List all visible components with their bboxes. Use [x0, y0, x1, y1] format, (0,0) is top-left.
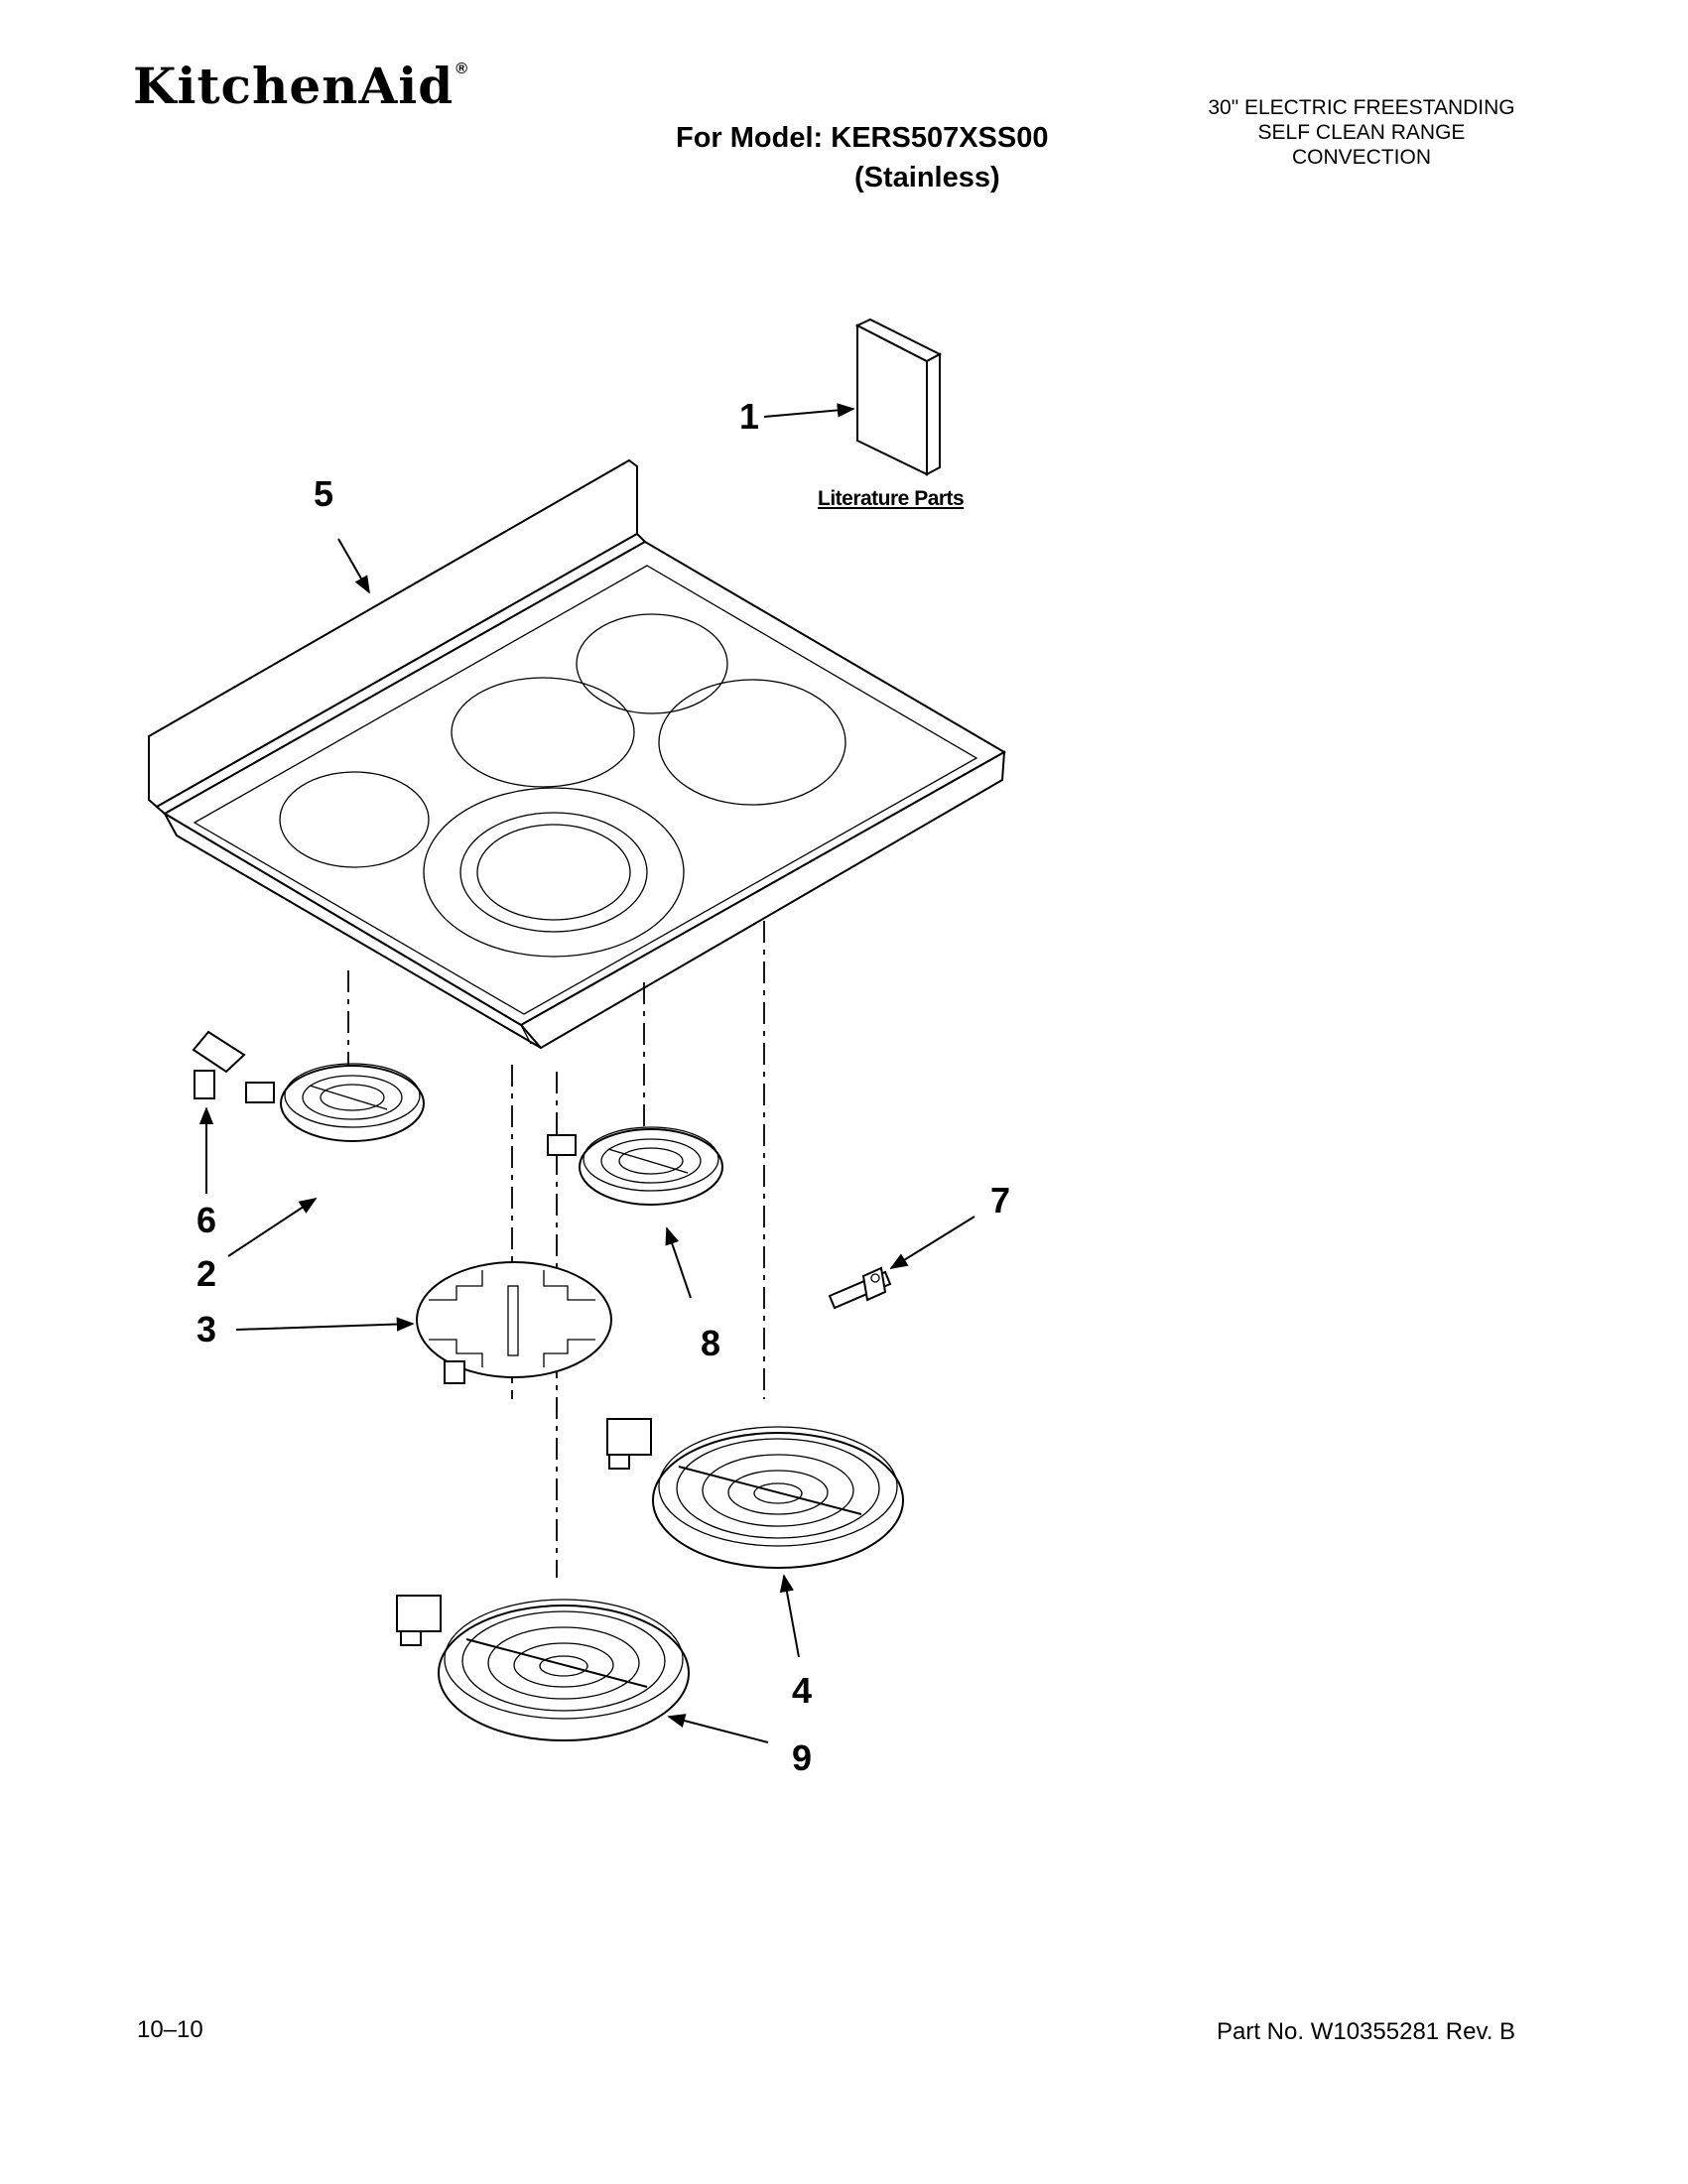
- callout-2: 2: [196, 1253, 217, 1294]
- callout-7: 7: [990, 1180, 1011, 1220]
- model-line: For Model: KERS507XSS00: [676, 122, 1049, 154]
- part-number: Part No. W10355281 Rev. B: [1217, 2018, 1516, 2045]
- callout-1: 1: [739, 396, 760, 437]
- callout-4: 4: [792, 1670, 813, 1711]
- literature-parts-label: Literature Parts: [818, 487, 965, 510]
- finish-line: (Stainless): [854, 162, 1000, 193]
- dual-radiant-element-icon: [396, 1595, 690, 1741]
- medium-radiant-element-icon: [547, 1126, 723, 1206]
- registered-mark: ®: [455, 61, 469, 77]
- callout-6: 6: [196, 1200, 217, 1240]
- date-code: 10–10: [137, 2016, 203, 2043]
- callout-9: 9: [792, 1737, 813, 1778]
- ceramic-cooktop-icon: [148, 458, 1007, 1050]
- large-radiant-element-icon: [606, 1418, 904, 1569]
- insulation-pad-icon: [416, 1261, 612, 1384]
- terminal-clip-icon: [192, 1030, 246, 1099]
- callout-3: 3: [196, 1309, 217, 1349]
- product-type-line-1: 30" ELECTRIC FREESTANDING: [1208, 96, 1515, 119]
- product-type-line-2: SELF CLEAN RANGE: [1257, 121, 1466, 144]
- brand-name: KitchenAid: [133, 57, 454, 115]
- mounting-bracket-icon: [828, 1266, 892, 1310]
- callout-8: 8: [701, 1323, 721, 1363]
- small-radiant-element-icon: [245, 1063, 425, 1142]
- product-type-line-3: CONVECTION: [1291, 146, 1431, 169]
- kitchenaid-logo: KitchenAid®: [133, 62, 468, 111]
- callout-5: 5: [314, 473, 334, 514]
- leader-arrows: [198, 403, 975, 1743]
- literature-booklet-icon: [854, 318, 943, 476]
